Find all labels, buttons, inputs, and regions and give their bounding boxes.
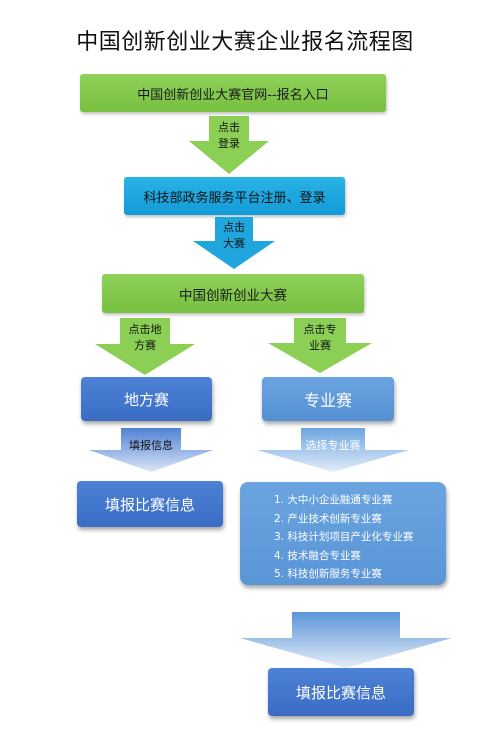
fill-info-local-node: 填报比赛信息 [77, 481, 223, 527]
local-node: 地方赛 [81, 377, 212, 421]
list-item: 2. 产业技术创新专业赛 [274, 512, 382, 525]
contest-node: 中国创新创业大赛 [102, 274, 364, 313]
entry-node: 中国创新创业大赛官网--报名入口 [80, 74, 386, 112]
list-item: 1. 大中小企业融通专业赛 [274, 494, 393, 506]
arrow-click-professional-label: 点击专 业赛 [294, 322, 346, 354]
register-node: 科技部政务服务平台注册、登录 [124, 177, 345, 215]
arrow-label-line: 方赛 [134, 339, 156, 352]
entry-label: 中国创新创业大赛官网--报名入口 [137, 87, 329, 103]
fill-info-local-label: 填报比赛信息 [104, 495, 195, 514]
arrow-to-fill-info [240, 612, 452, 668]
list-item: 5. 科技创新服务专业赛 [274, 568, 382, 580]
arrow-select-professional [257, 428, 409, 472]
arrow-select-professional-label: 选择专业赛 [305, 439, 361, 452]
list-item: 3. 科技计划项目产业化专业赛 [274, 531, 414, 543]
local-label: 地方赛 [123, 390, 169, 409]
arrow-fill-info [89, 428, 213, 472]
arrow-label-line: 大赛 [223, 237, 245, 250]
fill-info-professional-node: 填报比赛信息 [268, 668, 414, 716]
professional-contest-list: 1. 大中小企业融通专业赛 2. 产业技术创新专业赛 3. 科技计划项目产业化专… [240, 482, 446, 585]
arrow-label-line: 点击地 [128, 323, 162, 336]
arrow-click-login-label: 点击 登录 [209, 120, 249, 152]
arrow-label-line: 点击 [223, 221, 245, 234]
arrow-label-line: 点击专 [303, 323, 337, 336]
page-title: 中国创新创业大赛企业报名流程图 [76, 30, 414, 55]
professional-node: 专业赛 [262, 377, 394, 421]
contest-label: 中国创新创业大赛 [179, 287, 287, 304]
arrow-click-contest [193, 217, 275, 269]
fill-info-professional-label: 填报比赛信息 [295, 683, 386, 702]
arrow-click-login [189, 116, 269, 174]
arrow-click-local-label: 点击地 方赛 [120, 322, 170, 354]
arrow-label-line: 业赛 [309, 339, 331, 352]
register-label: 科技部政务服务平台注册、登录 [143, 190, 326, 206]
list-item: 4. 技术融合专业赛 [274, 549, 361, 562]
arrow-click-local [95, 318, 195, 375]
arrow-label-line: 登录 [218, 137, 240, 150]
arrow-fill-info-label: 填报信息 [129, 439, 173, 452]
professional-label: 专业赛 [303, 391, 352, 410]
arrow-click-contest-label: 点击 大赛 [215, 220, 253, 252]
arrow-label-line: 点击 [218, 121, 240, 134]
arrow-click-professional [268, 318, 372, 373]
